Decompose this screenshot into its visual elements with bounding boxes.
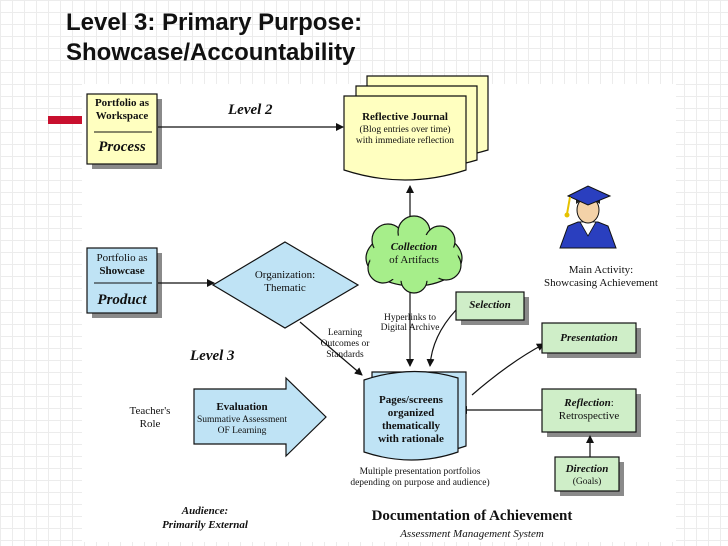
learning-outcomes-line3: Standards bbox=[326, 350, 364, 360]
documentation-title: Documentation of Achievement bbox=[371, 508, 573, 524]
pages-line4: with rationale bbox=[378, 433, 444, 445]
workspace-box-line3: Process bbox=[98, 139, 146, 155]
arrow-pages-to-presentation bbox=[471, 343, 545, 396]
workspace-box bbox=[86, 93, 158, 165]
level2-label: Level 2 bbox=[228, 102, 273, 118]
reflection-title-row: Reflection: bbox=[542, 397, 636, 409]
evaluation-line1: Summative Assessment bbox=[197, 415, 287, 425]
accent-bar bbox=[48, 116, 82, 124]
reflection-box bbox=[541, 388, 637, 433]
journal-title: Reflective Journal bbox=[362, 111, 448, 123]
hyperlinks-line2: Digital Archive bbox=[380, 323, 440, 333]
documentation-subtitle: Assessment Management System bbox=[400, 528, 544, 540]
workspace-box-line2: Workspace bbox=[95, 110, 149, 122]
pages-line2: organized bbox=[387, 407, 435, 419]
graduate-icon bbox=[559, 185, 617, 249]
multiple-portfolios-line2: depending on purpose and audience) bbox=[350, 478, 490, 488]
presentation-box bbox=[541, 322, 637, 354]
teachers-role-line2: Role bbox=[139, 418, 161, 430]
pages-doc-front bbox=[363, 370, 459, 461]
collection-cloud-fill bbox=[370, 234, 458, 282]
presentation-label: Presentation bbox=[560, 332, 618, 344]
showcase-box-line2: Showcase bbox=[99, 265, 145, 277]
hyperlinks-line1: Hyperlinks to bbox=[384, 313, 436, 323]
slide-title-line2: Showcase/Accountability bbox=[66, 39, 356, 66]
showcase-box-line3: Product bbox=[97, 292, 147, 308]
direction-title: Direction bbox=[565, 463, 609, 475]
organization-line2: Thematic bbox=[264, 282, 306, 294]
slide-title-line1: Level 3: Primary Purpose: bbox=[66, 9, 363, 36]
direction-line2: (Goals) bbox=[572, 477, 602, 487]
collection-line1: Collection bbox=[390, 241, 438, 253]
level3-label: Level 3 bbox=[190, 348, 235, 364]
slide-title: Level 3: Primary Purpose: Showcase/Accou… bbox=[66, 8, 626, 68]
learning-outcomes-line2: Outcomes or bbox=[320, 339, 370, 349]
evaluation-arrow bbox=[193, 376, 327, 458]
organization-diamond bbox=[211, 241, 360, 329]
showcase-box bbox=[86, 247, 158, 314]
main-activity-line2: Showcasing Achievement bbox=[544, 277, 658, 289]
selection-box bbox=[455, 291, 525, 321]
direction-box bbox=[554, 456, 620, 492]
multiple-portfolios-line1: Multiple presentation portfolios bbox=[359, 467, 481, 477]
arrow-organization-to-pages bbox=[299, 321, 363, 376]
evaluation-title: Evaluation bbox=[216, 401, 268, 413]
teachers-role-line1: Teacher's bbox=[129, 405, 171, 417]
showcase-box-line1: Portfolio as bbox=[96, 252, 148, 264]
journal-line1: (Blog entries over time) bbox=[359, 125, 451, 135]
workspace-box-line1: Portfolio as bbox=[94, 97, 150, 109]
selection-label: Selection bbox=[469, 299, 511, 311]
organization-line1: Organization: bbox=[254, 269, 316, 281]
main-activity-line1: Main Activity: bbox=[568, 264, 634, 276]
audience-line1: Audience: bbox=[181, 505, 229, 517]
journal-line2: with immediate reflection bbox=[355, 136, 455, 146]
arrow-selection-to-pages bbox=[426, 309, 457, 367]
audience-line2: Primarily External bbox=[162, 519, 248, 531]
reflection-line2: Retrospective bbox=[558, 410, 620, 422]
journal-stack bbox=[343, 75, 489, 181]
reflection-title: Reflection bbox=[564, 397, 611, 409]
collection-line2: of Artifacts bbox=[389, 254, 439, 266]
pages-line3: thematically bbox=[381, 420, 441, 432]
reflection-colon: : bbox=[610, 397, 614, 409]
evaluation-line2: OF Learning bbox=[217, 426, 267, 436]
learning-outcomes-line1: Learning bbox=[327, 328, 363, 338]
pages-document bbox=[363, 370, 467, 461]
journal-page-front bbox=[343, 95, 467, 181]
pages-line1: Pages/screens bbox=[379, 394, 443, 406]
